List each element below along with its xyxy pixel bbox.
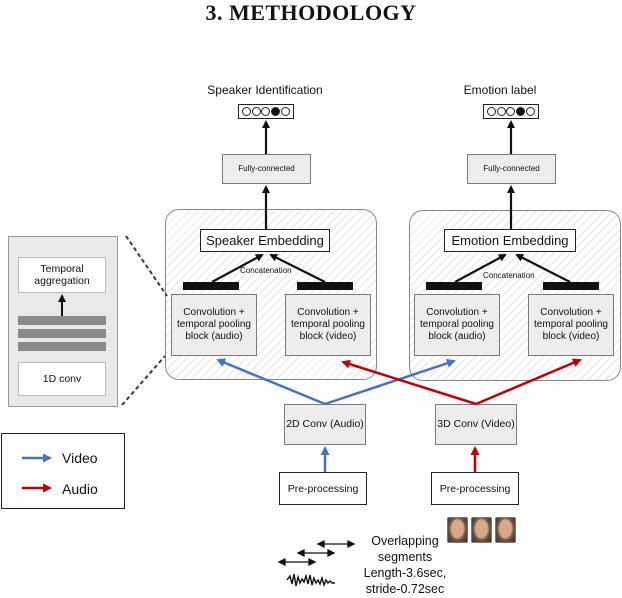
output-node: [525, 107, 535, 116]
zoom-dashed-line: [121, 355, 166, 406]
conv-block-label: Convolution + temporal pooling block (vi…: [534, 307, 608, 342]
emotion-fully-connected-box: Fully-connected: [467, 154, 556, 184]
emotion-embedding-box: Emotion Embedding: [444, 229, 576, 252]
conv1d-box: 1D conv: [18, 362, 106, 396]
emotion-output-vector: [483, 104, 539, 119]
conv-block-label: Convolution + temporal pooling block (au…: [177, 307, 251, 342]
emotion-label-title: Emotion label: [463, 83, 537, 97]
output-node-active: [271, 107, 281, 116]
speaker-video-feature-bar: [297, 282, 353, 290]
output-node-active: [516, 107, 526, 116]
conv3d-to-speaker-video-arrow: [341, 359, 477, 406]
emotion-video-conv-block: Convolution + temporal pooling block (vi…: [528, 294, 614, 356]
speaker-output-vector: [238, 104, 294, 119]
overlap-line-2: segments: [377, 550, 433, 564]
preprocessing-label: Pre-processing: [439, 482, 511, 495]
fc-label: Fully-connected: [238, 164, 295, 173]
conv2d-to-speaker-audio-arrow: [216, 358, 326, 406]
speaker-audio-feature-bar: [183, 282, 239, 290]
emotion-audio-conv-block: Convolution + temporal pooling block (au…: [414, 294, 500, 356]
output-node: [487, 107, 497, 116]
video-preprocessing-box: Pre-processing: [431, 472, 519, 505]
overlap-line-1: Overlapping: [371, 534, 439, 548]
concat-arrow: [211, 254, 264, 283]
conv3d-video-box: 3D Conv (Video): [435, 404, 517, 445]
output-node: [261, 107, 271, 116]
audio-waveform-icon: [286, 573, 335, 588]
feature-map-bar: [18, 316, 106, 325]
output-node: [506, 107, 516, 116]
overlap-line-4: stride-0.72sec: [365, 582, 445, 596]
conv2d-label: 2D Conv (Audio): [286, 418, 364, 430]
section-heading: 3. METHODOLOGY: [205, 0, 417, 25]
temporal-aggregation-label: Temporal aggregation: [34, 263, 90, 287]
conv-block-label: Convolution + temporal pooling block (vi…: [291, 307, 365, 342]
output-node: [496, 107, 506, 116]
feature-map-bar: [18, 342, 106, 351]
legend-audio-label: Audio: [62, 481, 98, 497]
speaker-concatenation-label: Concatenation: [240, 266, 292, 275]
conv-block-label: Convolution + temporal pooling block (au…: [420, 307, 494, 342]
speaker-embedding-label: Speaker Embedding: [206, 233, 324, 248]
speaker-fully-connected-box: Fully-connected: [222, 154, 311, 184]
overlap-line-3: Length-3.6sec,: [363, 566, 447, 580]
feature-map-bar: [18, 329, 106, 338]
emotion-concatenation-label: Concatenation: [483, 271, 535, 280]
temporal-aggregation-box: Temporal aggregation: [18, 257, 106, 293]
output-node: [251, 107, 261, 116]
speaker-audio-conv-block: Convolution + temporal pooling block (au…: [171, 294, 257, 356]
conv3d-to-emotion-video-arrow: [475, 358, 582, 406]
face-thumbnail-image: [495, 517, 516, 543]
face-thumbnail-image: [471, 517, 492, 543]
speaker-video-conv-block: Convolution + temporal pooling block (vi…: [285, 294, 371, 356]
zoom-dashed-line: [125, 235, 168, 297]
output-node: [280, 107, 290, 116]
speaker-embedding-box: Speaker Embedding: [200, 229, 330, 252]
emotion-video-feature-bar: [543, 282, 599, 290]
conv1d-label: 1D conv: [42, 373, 82, 385]
emotion-audio-feature-bar: [426, 282, 482, 290]
face-thumbnail-image: [447, 517, 468, 543]
output-node: [242, 107, 252, 116]
conv2d-audio-box: 2D Conv (Audio): [284, 404, 366, 445]
conv2d-to-emotion-audio-arrow: [324, 358, 456, 406]
audio-preprocessing-box: Pre-processing: [279, 472, 367, 505]
arrow-color-legend: [1, 433, 125, 509]
speaker-identification-label: Speaker Identification: [207, 83, 323, 97]
conv3d-label: 3D Conv (Video): [437, 418, 515, 430]
legend-video-label: Video: [62, 450, 98, 466]
overlapping-segments-note: Overlapping segments Length-3.6sec, stri…: [350, 534, 460, 596]
concat-arrow: [454, 254, 507, 283]
segment-double-arrows: [277, 539, 356, 567]
concat-arrow: [269, 254, 326, 283]
concat-arrow: [515, 254, 571, 283]
fc-label: Fully-connected: [483, 164, 540, 173]
preprocessing-label: Pre-processing: [287, 482, 359, 495]
emotion-embedding-label: Emotion Embedding: [451, 233, 569, 248]
